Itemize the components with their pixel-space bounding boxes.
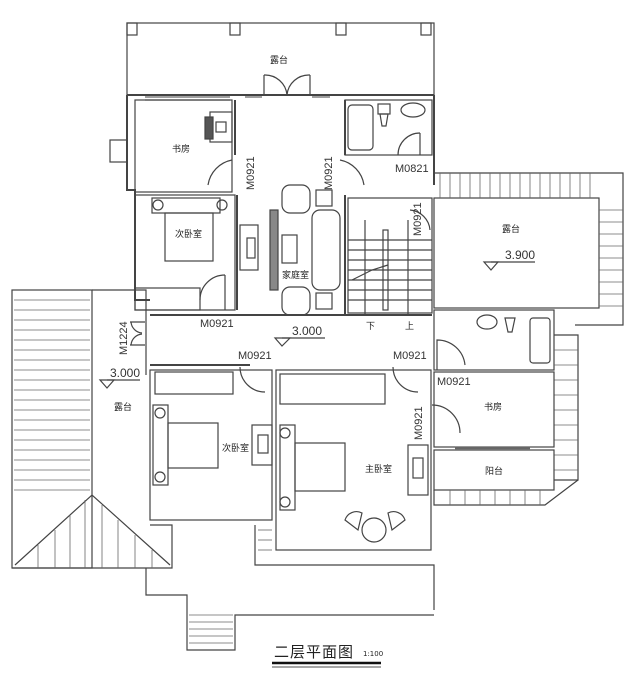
- door-code-master: M0921: [393, 350, 427, 362]
- door-code-bedroom-top: M0921: [200, 318, 234, 330]
- stair-up-label: 上: [405, 322, 415, 332]
- elevation-hall: 3.000: [292, 324, 323, 338]
- label-secondary-bedroom-bottom: 次卧室: [222, 444, 250, 454]
- label-family-room: 家庭室: [282, 271, 310, 281]
- title-underline: [272, 661, 381, 668]
- label-left-terrace: 露台: [114, 403, 133, 413]
- elevation-right-terrace: 3.900: [505, 248, 536, 262]
- label-top-terrace: 露台: [270, 56, 289, 66]
- door-code-bath-top: M0821: [395, 163, 429, 175]
- elevation-markers: [98, 261, 535, 389]
- door-code-study-right: M0921: [413, 406, 425, 440]
- label-study-top: 书房: [172, 145, 191, 155]
- door-code-right-hall: M0921: [437, 376, 471, 388]
- label-study-right: 书房: [484, 403, 503, 413]
- study-right-room: [431, 371, 579, 506]
- family-room-furniture: [269, 184, 341, 316]
- door-code-bedroom-bottom: M0921: [238, 350, 272, 362]
- label-right-terrace: 露台: [502, 225, 521, 235]
- drawing-title: 二层平面图: [274, 643, 355, 661]
- terrace-double-door: [263, 74, 311, 96]
- door-swing: [207, 159, 233, 186]
- staircase: [347, 197, 433, 315]
- door-code-study-top: M0921: [245, 156, 257, 190]
- drawing-scale: 1:100: [363, 650, 384, 658]
- door-swing: [339, 159, 365, 186]
- door-code-bath-hall: M0921: [323, 156, 335, 190]
- bathroom-top: [344, 99, 433, 156]
- elevation-left-terrace: 3.000: [110, 366, 141, 380]
- label-balcony: 阳台: [485, 467, 504, 477]
- secondary-bedroom-top: [134, 194, 259, 311]
- right-terrace: [433, 172, 624, 326]
- door-code-left-terrace: M1224: [118, 321, 130, 355]
- study-top-room: [109, 99, 233, 193]
- front-deck: [145, 525, 435, 651]
- stair-down-label: 下: [366, 322, 376, 332]
- door-code-stair-terrace: M0921: [412, 202, 424, 236]
- interior-walls: [150, 100, 432, 366]
- label-master-bedroom: 主卧室: [365, 465, 393, 475]
- label-secondary-bedroom-top: 次卧室: [175, 230, 203, 240]
- bathroom-right: [433, 309, 579, 481]
- master-bedroom: [275, 366, 432, 551]
- secondary-bedroom-bottom: [149, 366, 273, 521]
- left-terrace: [11, 289, 173, 569]
